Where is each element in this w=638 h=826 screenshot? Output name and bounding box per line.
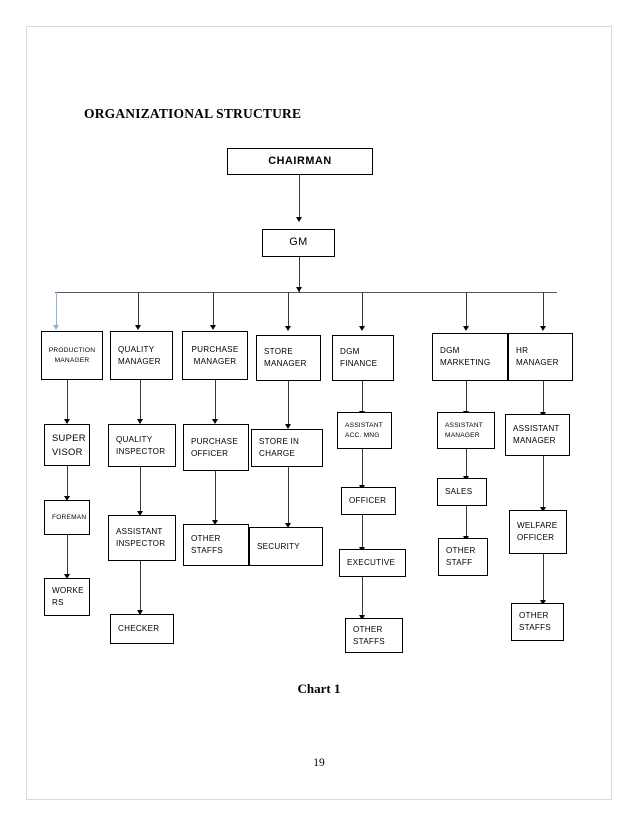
- node-assistant-acc-mng[interactable]: ASSISTANT ACC. MNG: [337, 412, 392, 449]
- connector-hr-assistant: [543, 380, 544, 413]
- node-store-manager[interactable]: STORE MANAGER: [256, 335, 321, 381]
- connector-executive-other-staffs: [362, 576, 363, 616]
- node-other-staffs-hr[interactable]: OTHER STAFFS: [511, 603, 564, 641]
- connector-bar-store: [288, 292, 289, 329]
- connector-bar-quality: [138, 292, 139, 328]
- connector-bar-hr: [543, 292, 544, 329]
- connector-marketing-assistant: [466, 380, 467, 412]
- connector-bar-purchase: [213, 292, 214, 328]
- connector-assistant-sales: [466, 448, 467, 477]
- connector-finance-assistant-acc: [362, 380, 363, 412]
- arrowhead-gm: [295, 217, 302, 222]
- node-chairman[interactable]: CHAIRMAN: [227, 148, 373, 175]
- connector-purchase-officer: [215, 379, 216, 420]
- node-executive[interactable]: EXECUTIVE: [339, 549, 406, 577]
- node-purchase-manager[interactable]: PURCHASE MANAGER: [182, 331, 248, 380]
- arrowhead-security: [284, 523, 291, 528]
- arrowhead-quality-inspector: [136, 419, 143, 424]
- connector-assistant-checker: [140, 560, 141, 611]
- arrowhead-other-staffs-hr: [539, 600, 546, 605]
- chart-caption: Chart 1: [297, 681, 341, 696]
- connector-inspector-assistant: [140, 466, 141, 512]
- node-security[interactable]: SECURITY: [249, 527, 323, 566]
- node-store-in-charge[interactable]: STORE IN CHARGE: [251, 429, 323, 467]
- arrowhead-workers: [63, 574, 70, 579]
- node-quality-inspector[interactable]: QUALITY INSPECTOR: [108, 424, 176, 467]
- node-other-staffs-purchase[interactable]: OTHER STAFFS: [183, 524, 249, 566]
- arrowhead-dgm-marketing: [462, 326, 469, 331]
- connector-store-in-charge: [288, 380, 289, 425]
- node-sales[interactable]: SALES: [437, 478, 487, 506]
- connector-welfare-other-staffs: [543, 553, 544, 601]
- connector-store-security: [288, 466, 289, 524]
- connector-assistant-acc-officer: [362, 448, 363, 486]
- arrowhead-quality: [134, 325, 141, 330]
- node-other-staffs-finance[interactable]: OTHER STAFFS: [345, 618, 403, 653]
- arrowhead-store: [284, 326, 291, 331]
- arrowhead-assistant-inspector: [136, 511, 143, 516]
- node-supervisor[interactable]: SUPER VISOR: [44, 424, 90, 466]
- connector-bar-dgm-marketing: [466, 292, 467, 329]
- node-foreman[interactable]: FOREMAN: [44, 500, 90, 535]
- page-number: 19: [313, 757, 325, 769]
- arrowhead-foreman: [63, 496, 70, 501]
- node-gm[interactable]: GM: [262, 229, 335, 257]
- node-production-manager[interactable]: PRODUCTION MANAGER: [41, 331, 103, 380]
- connector-production-supervisor: [67, 379, 68, 420]
- connector-officer-executive: [362, 514, 363, 548]
- arrowhead-purchase-officer: [211, 419, 218, 424]
- node-other-staff-marketing[interactable]: OTHER STAFF: [438, 538, 488, 576]
- arrowhead-hr: [539, 326, 546, 331]
- node-dgm-marketing[interactable]: DGM MARKETING: [432, 333, 508, 381]
- arrowhead-store-in-charge: [284, 424, 291, 429]
- arrowhead-other-staffs-purchase: [211, 520, 218, 525]
- distribution-bar: [55, 292, 557, 293]
- arrowhead-bar: [295, 287, 302, 292]
- node-purchase-officer[interactable]: PURCHASE OFFICER: [183, 424, 249, 471]
- arrowhead-supervisor: [63, 419, 70, 424]
- connector-supervisor-foreman: [67, 465, 68, 497]
- connector-assistant-welfare: [543, 455, 544, 508]
- arrowhead-welfare-officer: [539, 507, 546, 512]
- node-officer[interactable]: OFFICER: [341, 487, 396, 515]
- connector-officer-other-staffs: [215, 470, 216, 521]
- page-title: ORGANIZATIONAL STRUCTURE: [84, 106, 302, 121]
- node-dgm-finance[interactable]: DGM FINANCE: [332, 335, 394, 381]
- node-checker[interactable]: CHECKER: [110, 614, 174, 644]
- connector-chairman-gm: [299, 174, 300, 218]
- connector-bar-production: [56, 292, 57, 328]
- arrowhead-production: [52, 325, 59, 330]
- connector-quality-inspector: [140, 379, 141, 420]
- connector-gm-bar: [299, 256, 300, 292]
- arrowhead-other-staffs-finance: [358, 615, 365, 620]
- node-assistant-manager-marketing[interactable]: ASSISTANT MANAGER: [437, 412, 495, 449]
- arrowhead-purchase: [209, 325, 216, 330]
- arrowhead-dgm-finance: [358, 326, 365, 331]
- connector-sales-other-staff: [466, 505, 467, 537]
- connector-foreman-workers: [67, 534, 68, 575]
- node-welfare-officer[interactable]: WELFARE OFFICER: [509, 510, 567, 554]
- node-workers[interactable]: WORKE RS: [44, 578, 90, 616]
- node-quality-manager[interactable]: QUALITY MANAGER: [110, 331, 173, 380]
- connector-bar-dgm-finance: [362, 292, 363, 329]
- node-hr-manager[interactable]: HR MANAGER: [508, 333, 573, 381]
- node-assistant-inspector[interactable]: ASSISTANT INSPECTOR: [108, 515, 176, 561]
- arrowhead-checker: [136, 610, 143, 615]
- node-assistant-manager-hr[interactable]: ASSISTANT MANAGER: [505, 414, 570, 456]
